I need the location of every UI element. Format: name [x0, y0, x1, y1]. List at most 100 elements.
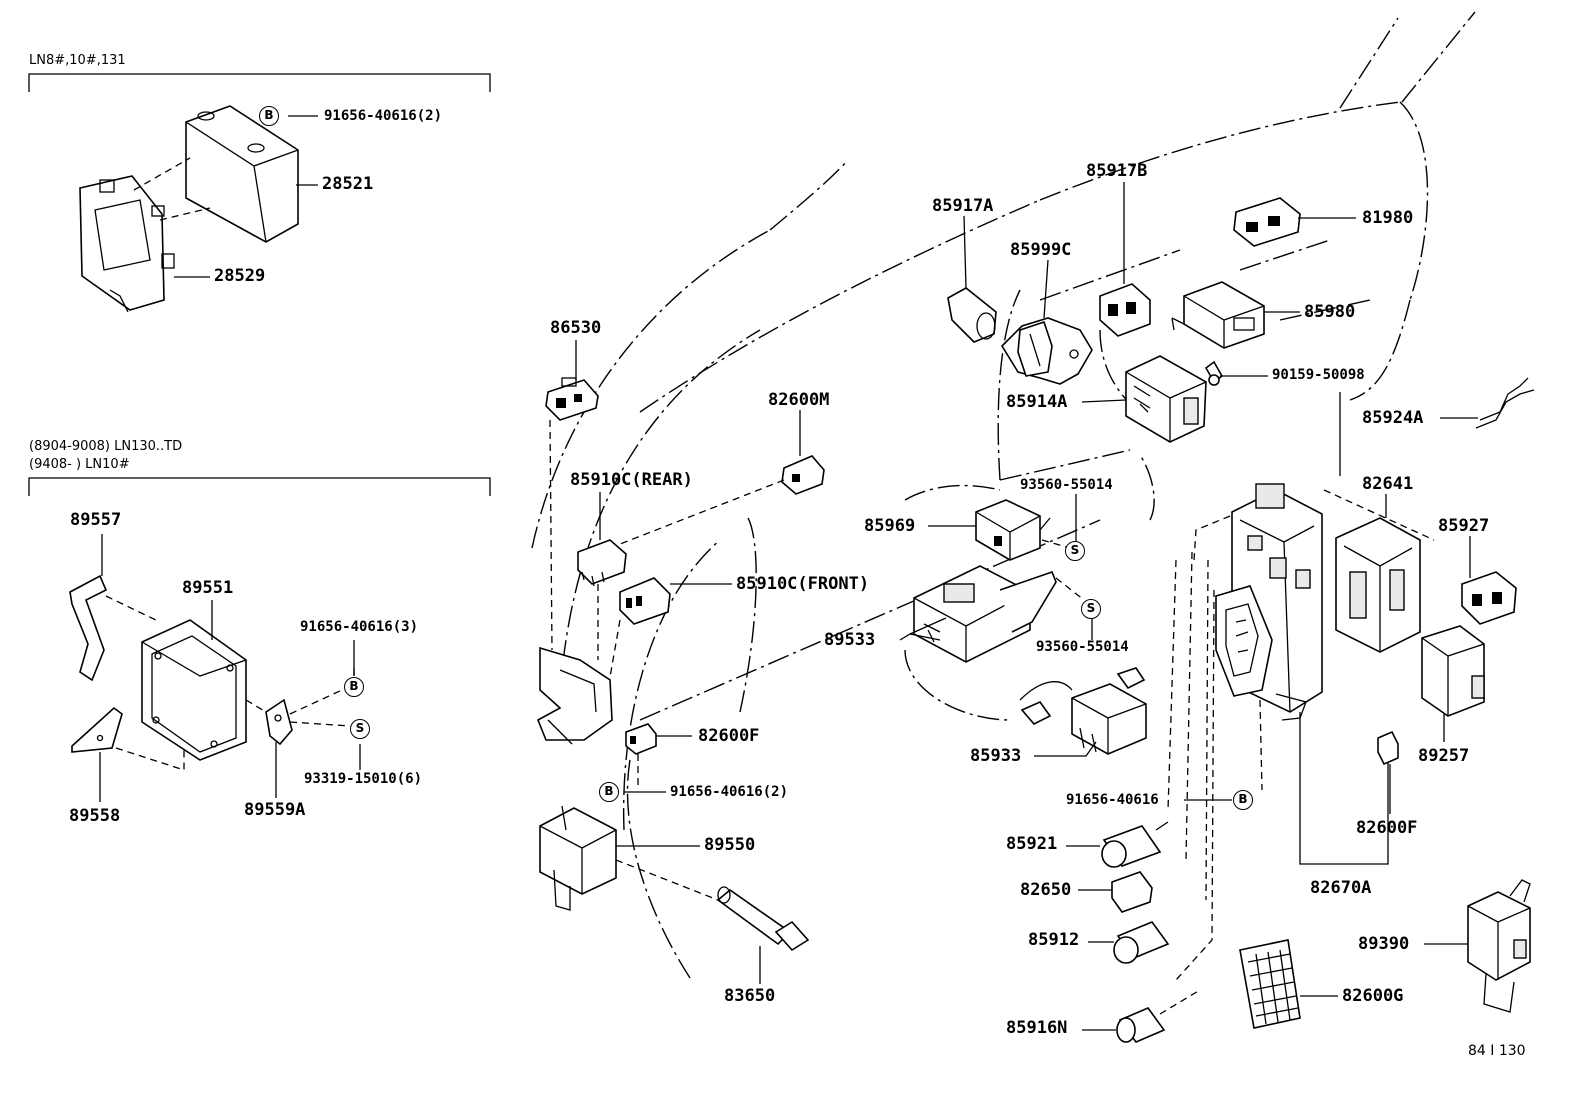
part-85914A-module [1125, 355, 1207, 443]
label-85969: 85969 [864, 516, 916, 536]
label-91656-40616-2a: 91656-40616(2) [324, 108, 443, 124]
leader-89533 [899, 617, 947, 641]
label-89550: 89550 [704, 835, 756, 855]
part-90159-50098-screw [1204, 360, 1224, 386]
label-82670A: 82670A [1310, 878, 1372, 898]
part-83650-sensor [716, 886, 810, 952]
dash-89558 [115, 747, 185, 771]
dash-89559A-screw [289, 721, 351, 727]
bolt-mark-icon: B [599, 782, 619, 802]
label-85917A: 85917A [932, 196, 994, 216]
dash-82641-85927 [1323, 489, 1435, 541]
label-91656-40616-2b: 91656-40616(2) [670, 784, 789, 800]
part-89557-bracket [69, 574, 108, 682]
part-82600G-sheet [1239, 939, 1301, 1029]
part-85910C-rear-relay [577, 539, 627, 587]
dash-89551-89559A [245, 699, 267, 713]
label-82600F-b: 82600F [1356, 818, 1418, 838]
part-28529-bracket [79, 175, 175, 313]
label-83650: 83650 [724, 986, 776, 1006]
label-85980: 85980 [1304, 302, 1356, 322]
part-82600M-connector [781, 455, 825, 495]
vehicle-body-outline [531, 11, 1476, 979]
label-89390: 89390 [1358, 934, 1410, 954]
part-89551-computer [141, 619, 247, 761]
dash-28529-28521 [133, 157, 191, 191]
dash-89559A-bolt [289, 689, 343, 715]
dash-89533-screw [1055, 577, 1085, 601]
part-85912-bulb-socket [1113, 921, 1170, 964]
part-85927-relay [1461, 571, 1517, 625]
part-85999C-bracket [1000, 317, 1093, 385]
label-82600G: 82600G [1342, 986, 1404, 1006]
dash-junction-down-b [1205, 559, 1209, 901]
part-81980-relay [1233, 197, 1301, 247]
dash-junction-down-d [1175, 589, 1215, 981]
screw-mark-icon: S [350, 719, 370, 739]
part-85917A-socket [947, 287, 997, 343]
part-28521-computer [185, 105, 299, 243]
part-89559A-bracket [265, 698, 293, 746]
bolt-mark-icon: B [1233, 790, 1253, 810]
label-85910C-rear: 85910C(REAR) [570, 470, 693, 490]
group2-header-line1: (8904-9008) LN130..TD [29, 439, 183, 454]
diagram-id: 84 I 130 [1468, 1043, 1526, 1059]
label-82641: 82641 [1362, 474, 1414, 494]
part-89550-module [539, 805, 617, 911]
dash-junction-left [1193, 515, 1231, 561]
label-85912: 85912 [1028, 930, 1080, 950]
label-91656-40616: 91656-40616 [1066, 792, 1159, 808]
part-85980-module [1171, 281, 1265, 349]
label-89257: 89257 [1418, 746, 1470, 766]
bolt-mark-icon: B [344, 677, 364, 697]
part-89558-bracket [71, 706, 123, 753]
dash-junction-bolt [1259, 699, 1263, 791]
part-85969-relay [975, 499, 1051, 561]
part-89257-module [1421, 625, 1485, 717]
dash-89550-83650 [615, 859, 719, 901]
part-85933-relay [1019, 667, 1147, 755]
dash-junction-down-c [1167, 559, 1177, 811]
dash-junction-down-a [1185, 551, 1193, 861]
label-85924A: 85924A [1362, 408, 1424, 428]
part-82641-block [1335, 517, 1421, 653]
label-85910C-front: 85910C(FRONT) [736, 574, 870, 594]
part-82600F-connector-a [625, 723, 657, 755]
label-85921: 85921 [1006, 834, 1058, 854]
label-89558: 89558 [69, 806, 121, 826]
dash-frame-b [904, 649, 1011, 721]
label-85916N: 85916N [1006, 1018, 1068, 1038]
dash-85916N [1159, 989, 1201, 1015]
screw-mark-icon: S [1065, 541, 1085, 561]
label-93560-55014-b: 93560-55014 [1036, 639, 1129, 655]
leader-82670A [1299, 712, 1389, 865]
label-93319-15010-6: 93319-15010(6) [304, 771, 423, 787]
part-85921-bulb-socket [1101, 821, 1169, 868]
label-89559A: 89559A [244, 800, 306, 820]
leader-85914A [1081, 399, 1127, 403]
part-85924A-wire [1475, 377, 1535, 429]
label-86530: 86530 [550, 318, 602, 338]
part-89390-module [1467, 879, 1531, 1013]
group1-header: LN8#,10#,131 [29, 53, 126, 68]
part-86530-relay [545, 377, 599, 421]
dash-28529-28521-b [159, 207, 211, 221]
part-82600F-fuse-b [1377, 730, 1399, 766]
label-85933: 85933 [970, 746, 1022, 766]
part-82650-switch [1111, 871, 1153, 913]
dash-82600M [609, 479, 785, 549]
part-85916N-bulb-socket [1116, 1007, 1166, 1043]
label-85927: 85927 [1438, 516, 1490, 536]
leader-85933 [1034, 741, 1097, 757]
label-89551: 89551 [182, 578, 234, 598]
label-90159-50098: 90159-50098 [1272, 367, 1365, 383]
part-82670A-junction-block [1215, 483, 1323, 721]
label-82600F-a: 82600F [698, 726, 760, 746]
label-81980: 81980 [1362, 208, 1414, 228]
label-28521: 28521 [322, 174, 374, 194]
label-82600M: 82600M [768, 390, 830, 410]
group2-bracket [28, 477, 491, 496]
leader-85917A [963, 215, 967, 289]
